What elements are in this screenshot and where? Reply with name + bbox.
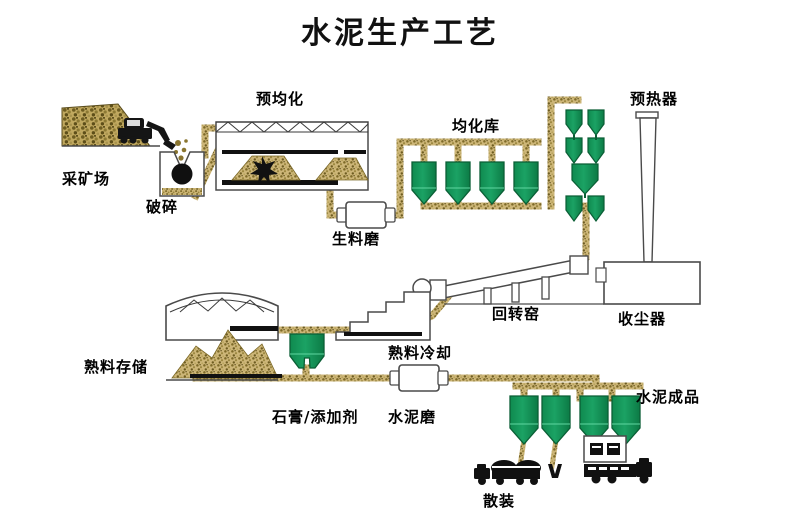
product-silo	[509, 395, 539, 445]
gypsum-silo-group	[289, 333, 325, 369]
reclaimer-rail-upper	[222, 150, 338, 154]
raw-mill-outlet	[384, 207, 396, 223]
chimney-group	[635, 111, 659, 263]
excavator-icon	[118, 118, 176, 150]
tanker-truck-icon	[474, 460, 562, 485]
raw-mill-group	[336, 201, 396, 229]
clinker-floor-rail	[190, 374, 282, 378]
rock-spill	[172, 139, 188, 163]
stockpile-2	[315, 157, 369, 181]
crusher-rotor-icon	[171, 163, 193, 185]
rotary-kiln-group	[412, 255, 604, 305]
cyclone	[565, 137, 583, 165]
clinker-pile-icon	[171, 329, 279, 379]
clinker-storage-group	[165, 292, 282, 381]
conveyor-tanker-feed-2	[549, 437, 559, 469]
conveyor-homog-outlet	[420, 196, 542, 210]
bag-packer-icon	[583, 435, 627, 463]
label-rotary-kiln: 回转窑	[492, 305, 541, 323]
kiln-hood	[429, 279, 447, 301]
product-silo	[541, 395, 571, 445]
label-dust-collector: 收尘器	[618, 310, 667, 328]
homog-silo	[411, 161, 437, 205]
cyclone	[587, 109, 605, 137]
kiln-shell-icon	[443, 259, 575, 299]
cooler-grate-bar	[344, 332, 422, 336]
shed-roof-truss-icon	[169, 297, 275, 313]
homog-silo	[513, 161, 539, 205]
label-cement-mill: 水泥磨	[388, 408, 437, 426]
chimney-stack-icon	[639, 117, 657, 263]
grate-cooler-icon	[335, 291, 431, 341]
preheater-group	[565, 109, 605, 223]
crusher-base	[162, 188, 202, 195]
label-clinker-cool: 熟料冷却	[388, 344, 453, 362]
cement-mill-outlet	[437, 370, 449, 386]
chimney-cap	[635, 111, 659, 119]
label-cement-product: 水泥成品	[636, 388, 701, 406]
bag-truck-icon	[584, 458, 652, 484]
homog-silo	[445, 161, 471, 205]
cyclone	[587, 137, 605, 165]
label-quarry: 采矿场	[62, 170, 111, 188]
label-gypsum: 石膏/添加剂	[272, 408, 359, 426]
raw-mill-body-icon	[345, 201, 387, 229]
reclaimer-rail-upper-2	[344, 150, 366, 154]
cyclone	[587, 195, 605, 223]
label-bulk-loading: 散装	[483, 492, 516, 510]
dust-collector-group	[595, 261, 701, 305]
label-homog-silo: 均化库	[452, 117, 501, 135]
clinker-cooler-group	[335, 291, 431, 341]
label-preheater: 预热器	[630, 90, 679, 108]
label-raw-mill: 生料磨	[332, 230, 381, 248]
dust-collector-duct	[595, 267, 607, 283]
cement-mill-body-icon	[398, 364, 440, 392]
label-prehomogenize: 预均化	[256, 90, 305, 108]
kiln-inlet-housing	[569, 255, 589, 275]
page-title: 水泥生产工艺	[301, 16, 499, 51]
prehomogenization-group	[215, 121, 369, 191]
reclaimer-scraper-icon	[250, 156, 278, 184]
cyclone-merge	[571, 163, 599, 195]
clinker-reclaim-rail	[230, 326, 278, 331]
homogenizing-silo-group	[411, 161, 539, 205]
cyclone	[565, 195, 583, 223]
crusher-group	[159, 151, 205, 197]
cement-mill-group	[389, 364, 449, 392]
roof-truss-icon	[215, 121, 369, 133]
conveyor-to-preheater	[547, 96, 582, 210]
dust-collector-icon	[603, 261, 701, 305]
quarry-group	[61, 103, 188, 163]
homog-silo	[479, 161, 505, 205]
bag-packer-group	[583, 435, 627, 463]
label-crushing: 破碎	[146, 198, 179, 216]
cyclone	[565, 109, 583, 137]
gypsum-silo-icon	[289, 333, 325, 369]
reclaimer-rail-lower	[222, 180, 338, 185]
conveyor-rawmill-to-homog	[388, 138, 542, 219]
product-silo	[611, 395, 641, 445]
label-clinker-store: 熟料存储	[84, 358, 149, 376]
